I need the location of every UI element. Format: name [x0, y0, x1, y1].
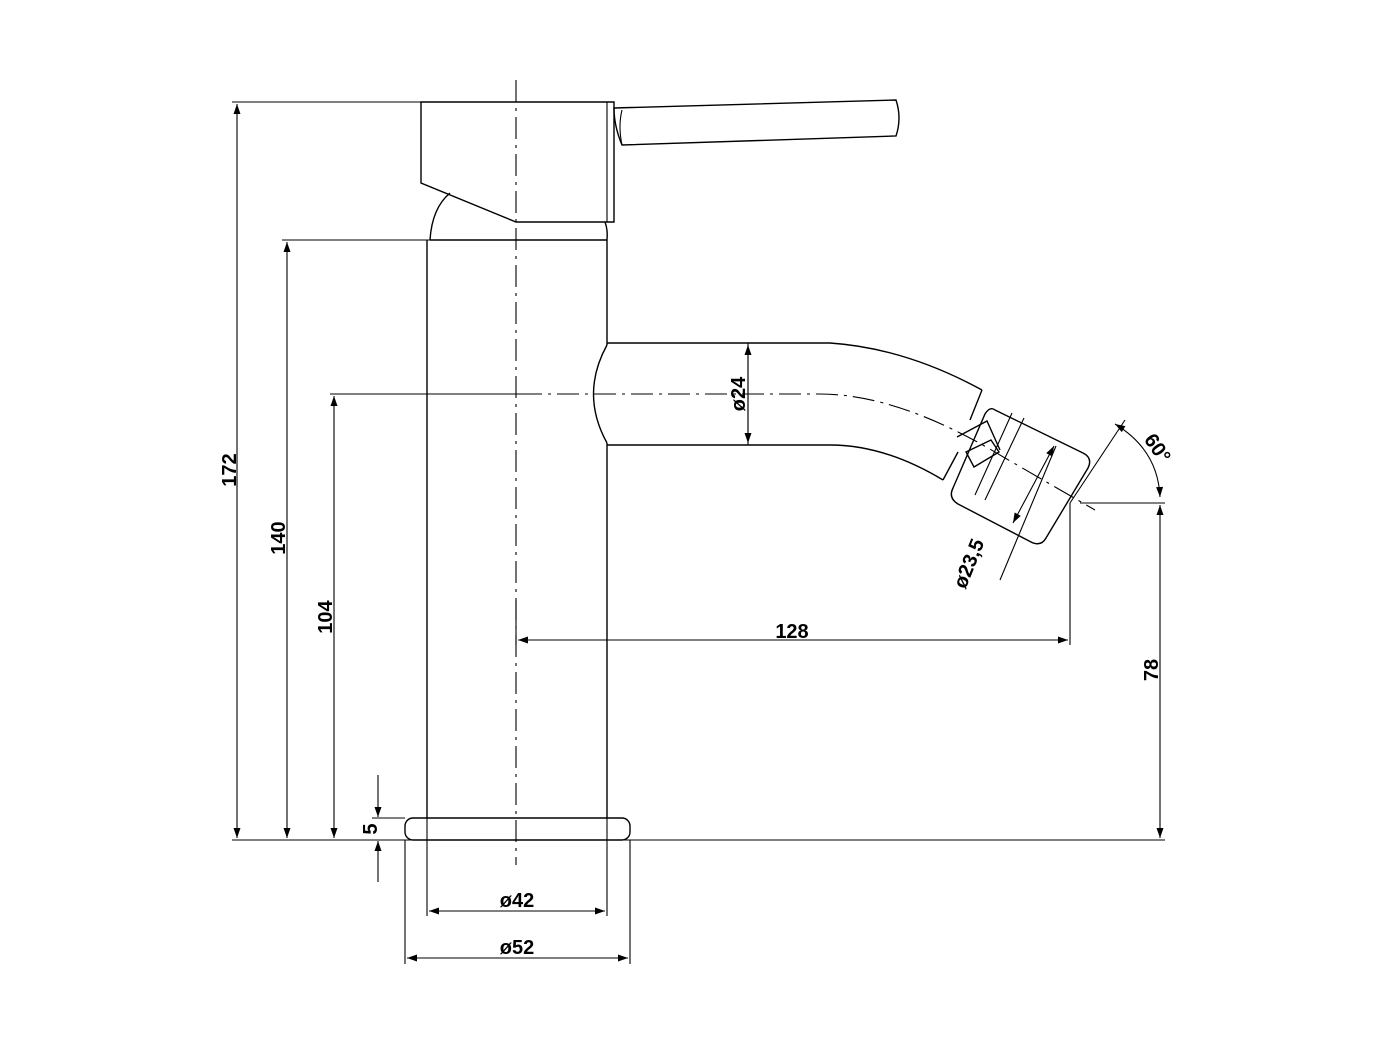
dim-body-diameter: ø42	[500, 890, 534, 912]
dim-arc-60	[1114, 423, 1164, 498]
center-lines	[515, 80, 1096, 865]
spout-neck	[942, 389, 983, 481]
dim-base-thickness: 5	[360, 823, 382, 834]
dim-line-d23-5	[1012, 445, 1055, 524]
dimension-lines	[233, 104, 1164, 962]
dim-body-height: 140	[268, 521, 290, 554]
dim-aerator-diameter: ø23,5	[950, 536, 990, 592]
dim-spout-height: 104	[315, 599, 337, 633]
spout-upper-edge	[607, 342, 983, 391]
dim-aerator-angle: 60°	[1139, 430, 1174, 467]
body-dome	[429, 192, 451, 241]
aerator-head	[950, 407, 1091, 545]
handle-lever	[613, 99, 900, 146]
spout-junction	[592, 344, 608, 444]
spout-lower-edge	[607, 444, 944, 481]
dim-spout-reach: 128	[775, 621, 808, 643]
spout-axis	[520, 393, 1096, 511]
faucet-outline	[404, 99, 1091, 841]
handle-cap	[420, 101, 615, 223]
dim-total-height: 172	[219, 453, 241, 486]
base-plate	[404, 817, 631, 841]
dim-spout-diameter: ø24	[728, 376, 750, 411]
dimension-labels: 172 140 104 5 ø24 ø23,5 60° 128 78 ø42 ø…	[219, 376, 1175, 959]
dim-aerator-height: 78	[1141, 659, 1163, 681]
dim-base-diameter: ø52	[500, 937, 534, 959]
